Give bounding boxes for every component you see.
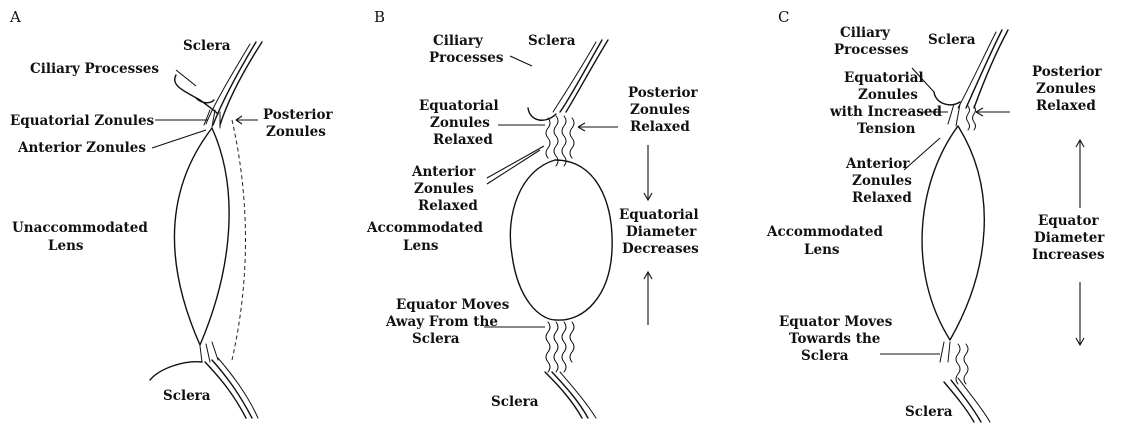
zonules-bottom-wavy [546,322,550,372]
label-diameter-1: Equatorial [619,207,699,223]
zonules-bottom [200,342,218,362]
arrow-down [644,145,652,200]
zonules-top-wavy [546,118,550,158]
label-equatorial-3: with Increased [829,104,942,120]
label-sclera-bottom: Sclera [905,404,953,420]
arrow-up [1076,140,1084,208]
label-equatorial-2: Zonules [858,87,918,103]
sclera-wall-top [566,40,608,112]
label-posterior-1: Posterior [628,85,698,101]
sclera-wall-bottom [205,362,246,418]
ciliary-processes-shape [528,108,556,120]
sclera-wall-bottom [545,372,582,418]
ciliary-processes-shape [934,92,960,105]
label-equator-3: Sclera [801,348,849,364]
arrow-down [1076,282,1084,345]
label-diameter-1: Equator [1038,213,1100,229]
label-anterior-3: Relaxed [852,190,912,206]
label-equator-2: Away From the [385,314,498,330]
label-sclera-bottom: Sclera [491,394,539,410]
label-anterior-2: Zonules [852,173,912,189]
accommodated-lens-shape [922,126,984,340]
panel-c: C Ciliary Processes Sclera Posterior Zon… [766,8,1105,422]
label-equator-2: Towards the [789,331,880,347]
label-posterior-3: Relaxed [630,119,690,135]
panel-b: B Ciliary Processes Sclera Posterior [366,8,699,418]
label-equatorial-1: Equatorial [844,70,924,86]
panel-letter-b: B [374,8,385,26]
label-lens-2: Lens [804,242,840,258]
label-diameter-3: Increases [1032,247,1105,263]
zonules-bottom [940,342,950,362]
label-equator-3: Sclera [412,331,460,347]
label-equatorial-3: Relaxed [433,132,493,148]
unaccommodated-lens-shape [174,128,229,345]
label-sclera-top: Sclera [928,32,976,48]
label-sclera-top: Sclera [528,33,576,49]
label-ciliary-processes: Ciliary Processes [30,61,159,77]
arrow-up [644,272,652,325]
panel-letter-c: C [778,8,789,26]
label-anterior-1: Anterior [411,164,476,180]
label-equatorial-2: Zonules [430,115,490,131]
label-ciliary-2: Processes [834,42,909,58]
label-lens-1: Unaccommodated [12,220,148,236]
label-lens-2: Lens [48,238,84,254]
label-ciliary-1: Ciliary [433,33,484,49]
label-lens-1: Accommodated [766,224,884,240]
label-lens-2: Lens [403,238,439,254]
ciliary-processes-shape [175,75,218,114]
label-posterior-2: Zonules [1036,81,1096,97]
label-equator-1: Equator Moves [396,297,510,313]
label-lens-1: Accommodated [366,220,484,236]
label-ciliary-1: Ciliary [840,25,891,41]
label-anterior-3: Relaxed [418,198,478,214]
label-sclera-bottom: Sclera [163,388,211,404]
accommodated-lens-shape [510,160,612,320]
label-posterior-2: Zonules [630,102,690,118]
label-equatorial-zonules: Equatorial Zonules [10,113,155,129]
label-posterior-3: Relaxed [1036,98,1096,114]
label-anterior-2: Zonules [414,181,474,197]
label-sclera-top: Sclera [183,38,231,54]
panel-letter-a: A [9,8,21,26]
label-equatorial-1: Equatorial [419,98,499,114]
label-equator-1: Equator Moves [779,314,893,330]
label-posterior-zonules-1: Posterior [263,107,333,123]
label-diameter-2: Diameter [626,224,697,240]
label-anterior-zonules: Anterior Zonules [17,140,146,156]
label-anterior-1: Anterior [845,156,910,172]
label-posterior-1: Posterior [1032,64,1102,80]
label-posterior-zonules-2: Zonules [266,124,326,140]
label-ciliary-2: Processes [429,50,504,66]
label-diameter-2: Diameter [1034,230,1105,246]
label-diameter-3: Decreases [622,241,699,257]
label-equatorial-4: Tension [857,121,916,137]
panel-a: A Sclera Ciliary Processes Equatorial Zo… [9,8,333,418]
